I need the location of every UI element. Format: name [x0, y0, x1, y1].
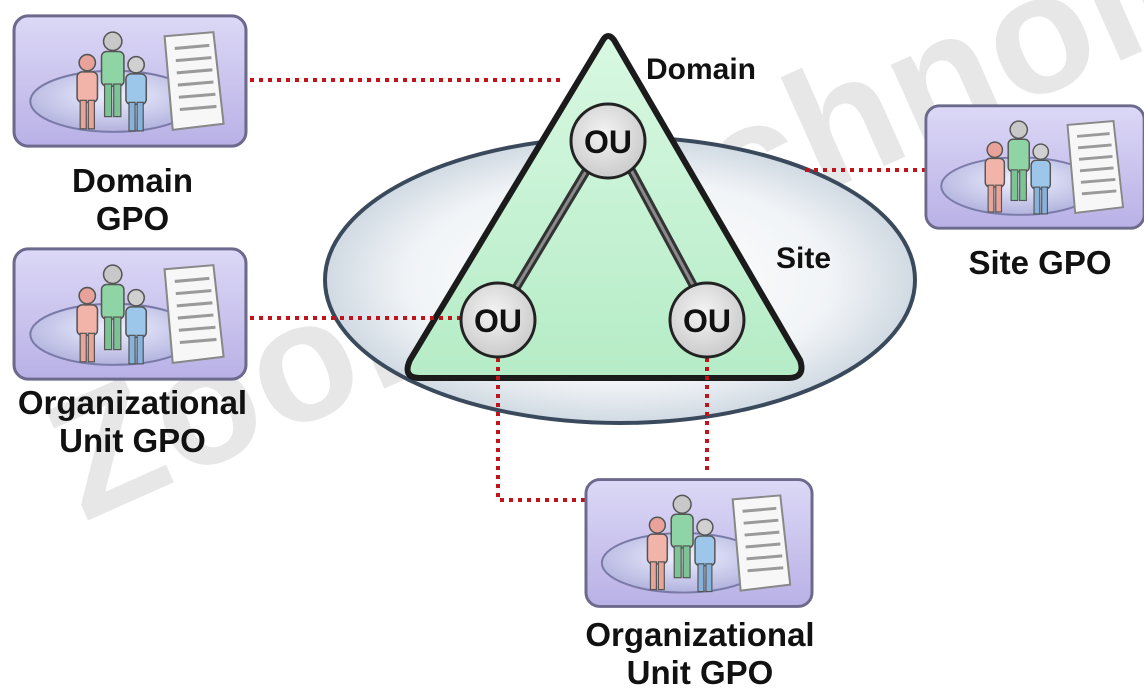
ou-left-gpo-label: Organizational Unit GPO [5, 384, 260, 460]
ou-bottom-gpo-icon [584, 477, 814, 609]
domain-gpo-icon [12, 14, 248, 148]
ou-bottom-gpo-line1: Organizational [585, 616, 815, 653]
domain-gpo-line2: GPO [95, 200, 170, 237]
gpo-links [250, 78, 925, 502]
ou-node-left [459, 281, 537, 359]
site-label: Site [776, 242, 831, 275]
ou-node-top [569, 102, 647, 180]
domain-label: Domain [646, 53, 756, 86]
ou-left-gpo-line1: Organizational [17, 384, 248, 421]
site-gpo-line1: Site GPO [968, 244, 1112, 281]
ou-label-left: OU [474, 303, 522, 339]
ou-bottom-gpo-line2: Unit GPO [626, 654, 774, 691]
ou-bottom-gpo-label: Organizational Unit GPO [570, 616, 830, 692]
domain-gpo-line1: Domain [71, 162, 193, 199]
ou-left-gpo-icon [12, 247, 248, 381]
site-gpo-label: Site GPO [950, 244, 1130, 282]
site-gpo-icon [924, 104, 1144, 230]
link-ou-bottom-left [496, 358, 590, 502]
ou-left-gpo-line2: Unit GPO [59, 422, 206, 459]
ou-label-top: OU [584, 124, 632, 160]
ou-node-right [668, 281, 746, 359]
ou-label-right: OU [683, 303, 731, 339]
domain-gpo-label: Domain GPO [30, 162, 235, 238]
